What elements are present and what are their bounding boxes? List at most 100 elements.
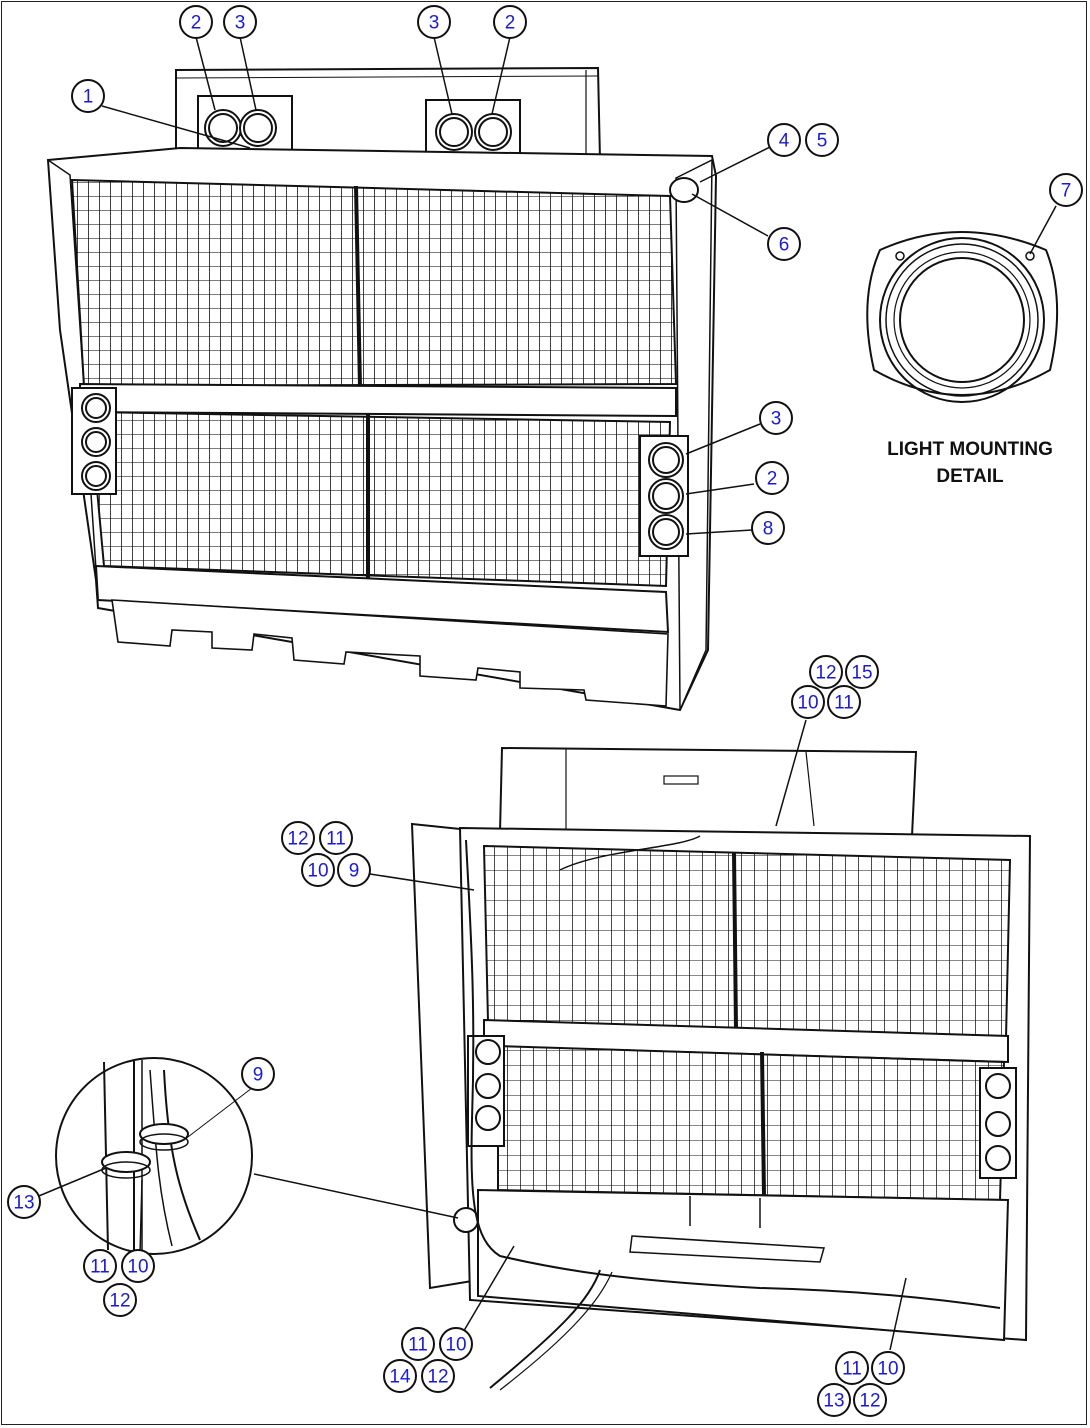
light-mounting-detail-caption: LIGHT MOUNTING DETAIL xyxy=(862,436,1078,490)
callout-3: 3 xyxy=(759,401,793,435)
light-mounting-detail xyxy=(866,205,1059,403)
callout-11: 11 xyxy=(827,685,861,719)
callout-label: 9 xyxy=(253,1065,264,1086)
callout-circle xyxy=(439,1327,473,1361)
callout-circle xyxy=(241,1057,275,1091)
callout-11: 11 xyxy=(83,1249,117,1283)
callout-circle xyxy=(791,685,825,719)
callout-label: 11 xyxy=(326,829,346,850)
callout-label: 8 xyxy=(763,519,774,540)
callout-6: 6 xyxy=(767,227,801,261)
callout-label: 12 xyxy=(109,1291,130,1312)
callout-5: 5 xyxy=(805,123,839,157)
callout-circle xyxy=(179,5,213,39)
callout-circle xyxy=(421,1359,455,1393)
callout-label: 2 xyxy=(767,469,778,490)
callout-2: 2 xyxy=(493,5,527,39)
callout-11: 11 xyxy=(835,1351,869,1385)
callout-10: 10 xyxy=(439,1327,473,1361)
callout-label: 4 xyxy=(779,131,790,152)
callout-label: 2 xyxy=(191,13,202,34)
callout-circle xyxy=(383,1359,417,1393)
callout-8: 8 xyxy=(751,511,785,545)
callout-label: 11 xyxy=(834,693,854,714)
callout-circle xyxy=(301,853,335,887)
callout-2: 2 xyxy=(179,5,213,39)
callout-15: 15 xyxy=(845,655,879,689)
callout-label: 10 xyxy=(445,1335,466,1356)
callout-3: 3 xyxy=(417,5,451,39)
callout-label: 14 xyxy=(389,1367,411,1388)
callout-circle xyxy=(845,655,879,689)
callout-circle xyxy=(809,655,843,689)
callout-12: 12 xyxy=(103,1283,137,1317)
callout-label: 12 xyxy=(815,663,836,684)
callout-12: 12 xyxy=(853,1383,887,1417)
callout-9: 9 xyxy=(241,1057,275,1091)
callout-2: 2 xyxy=(755,461,789,495)
callout-circle xyxy=(871,1351,905,1385)
callout-12: 12 xyxy=(809,655,843,689)
callout-14: 14 xyxy=(383,1359,417,1393)
callout-label: 10 xyxy=(877,1359,898,1380)
callout-7: 7 xyxy=(1049,173,1083,207)
front-radiator-assembly xyxy=(46,66,718,712)
callout-label: 10 xyxy=(127,1257,148,1278)
callout-circle xyxy=(767,123,801,157)
callout-10: 10 xyxy=(301,853,335,887)
callout-circle xyxy=(493,5,527,39)
callout-label: 13 xyxy=(823,1391,844,1412)
callout-circle xyxy=(827,685,861,719)
callout-circle xyxy=(319,821,353,855)
callout-13: 13 xyxy=(817,1383,851,1417)
callout-3: 3 xyxy=(223,5,257,39)
callout-circle xyxy=(83,1249,117,1283)
callout-circle xyxy=(759,401,793,435)
caption-line-2: DETAIL xyxy=(936,466,1004,487)
callout-circle xyxy=(755,461,789,495)
callout-label: 10 xyxy=(307,861,328,882)
callout-circle xyxy=(401,1327,435,1361)
callout-9: 9 xyxy=(337,853,371,887)
callout-label: 13 xyxy=(13,1193,34,1214)
callout-label: 12 xyxy=(859,1391,880,1412)
rear-radiator-assembly xyxy=(410,746,1032,1391)
callout-10: 10 xyxy=(791,685,825,719)
front-radiator-leaders xyxy=(101,36,777,535)
callout-label: 10 xyxy=(797,693,818,714)
callout-label: 12 xyxy=(287,829,308,850)
callout-circle xyxy=(71,79,105,113)
callout-circle xyxy=(835,1351,869,1385)
callout-4: 4 xyxy=(767,123,801,157)
callout-label: 3 xyxy=(429,13,440,34)
callout-11: 11 xyxy=(401,1327,435,1361)
callout-circle xyxy=(853,1383,887,1417)
callout-label: 7 xyxy=(1061,181,1072,202)
callout-label: 11 xyxy=(842,1359,862,1380)
callout-label: 1 xyxy=(83,87,94,108)
hose-clamp-detail xyxy=(33,1057,459,1258)
callout-circle xyxy=(1049,173,1083,207)
callout-circle xyxy=(337,853,371,887)
callout-circle xyxy=(751,511,785,545)
callout-circle xyxy=(121,1249,155,1283)
callout-10: 10 xyxy=(121,1249,155,1283)
callout-label: 6 xyxy=(779,235,790,256)
callout-circle xyxy=(281,821,315,855)
callout-1: 1 xyxy=(71,79,105,113)
callout-label: 11 xyxy=(90,1257,110,1278)
callout-12: 12 xyxy=(281,821,315,855)
callout-label: 15 xyxy=(851,663,872,684)
callout-label: 3 xyxy=(235,13,246,34)
rear-radiator-leaders xyxy=(369,719,907,1351)
callout-label: 12 xyxy=(427,1367,448,1388)
caption-line-1: LIGHT MOUNTING xyxy=(887,439,1053,460)
callout-10: 10 xyxy=(871,1351,905,1385)
callout-circle xyxy=(103,1283,137,1317)
callout-13: 13 xyxy=(7,1185,41,1219)
callout-circle xyxy=(767,227,801,261)
callout-circle xyxy=(805,123,839,157)
callout-circle xyxy=(817,1383,851,1417)
callout-circle xyxy=(7,1185,41,1219)
